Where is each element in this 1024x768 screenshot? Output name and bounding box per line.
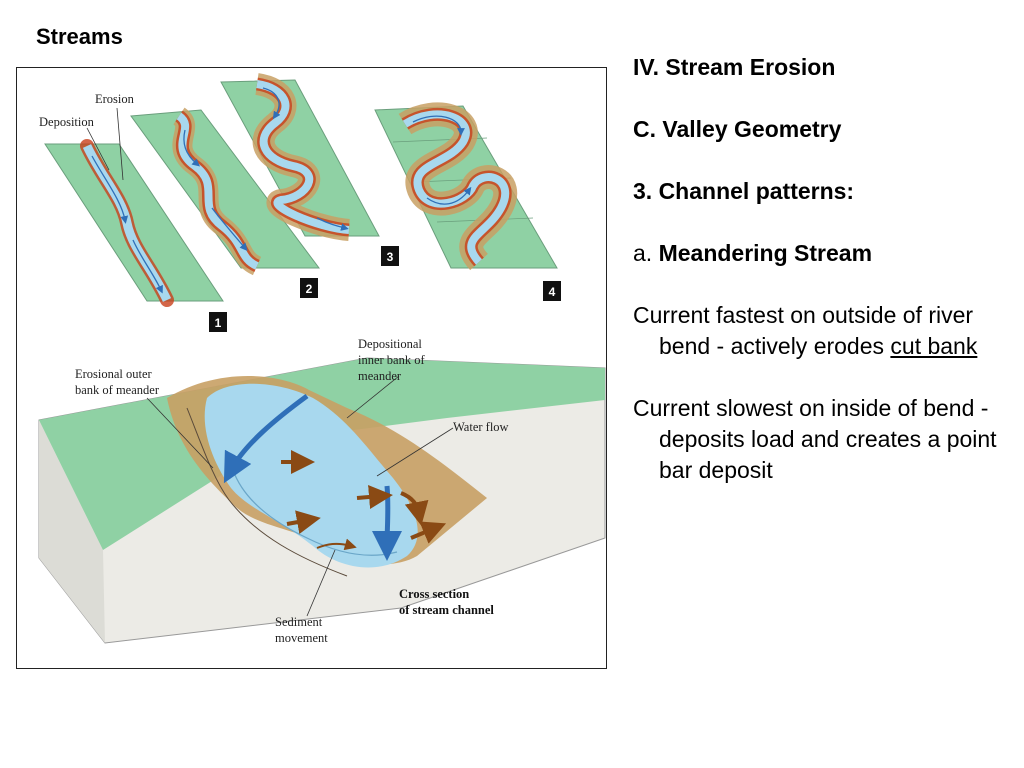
label-erosional-outer-2: bank of meander (75, 383, 160, 397)
subheading-meandering: a. Meandering Stream (633, 238, 1013, 269)
subheading-title: Meandering Stream (658, 240, 873, 266)
label-depositional-2: inner bank of (358, 353, 425, 367)
subheading-prefix: a. (633, 240, 653, 266)
label-water-flow: Water flow (453, 420, 509, 434)
paragraph-fastest-text: Current fastest on outside of river bend… (633, 302, 974, 359)
meander-figure: 1 2 3 (16, 67, 607, 669)
panel-number-2: 2 (306, 282, 313, 296)
label-sediment-1: Sediment (275, 615, 323, 629)
panel-number-1: 1 (215, 316, 222, 330)
panel-3: 3 (220, 73, 399, 266)
heading-stream-erosion: IV. Stream Erosion (633, 54, 836, 80)
slide-text-column: IV. Stream Erosion C. Valley Geometry 3.… (633, 52, 1013, 517)
meander-illustration: 1 2 3 (38, 73, 606, 645)
label-erosion: Erosion (95, 92, 135, 106)
cut-bank-term: cut bank (890, 333, 978, 359)
label-depositional-1: Depositional (358, 337, 422, 351)
heading-valley-geometry: C. Valley Geometry (633, 116, 842, 142)
panel-number-3: 3 (387, 250, 394, 264)
label-depositional-3: meander (358, 369, 402, 383)
label-deposition: Deposition (39, 115, 95, 129)
paragraph-fastest: Current fastest on outside of river bend… (633, 300, 1013, 362)
label-erosional-outer-1: Erosional outer (75, 367, 153, 381)
panel-2: 2 (130, 107, 320, 298)
slide-title: Streams (36, 24, 123, 49)
label-sediment-2: movement (275, 631, 328, 645)
block-diagram (38, 357, 606, 644)
panel-1: 1 (44, 139, 227, 332)
paragraph-slowest: Current slowest on inside of bend - depo… (633, 395, 997, 483)
heading-channel-patterns: 3. Channel patterns: (633, 178, 855, 204)
panel-4: 4 (374, 102, 561, 301)
panel-number-4: 4 (549, 285, 556, 299)
label-cross-section-1: Cross section (399, 587, 469, 601)
label-cross-section-2: of stream channel (399, 603, 494, 617)
